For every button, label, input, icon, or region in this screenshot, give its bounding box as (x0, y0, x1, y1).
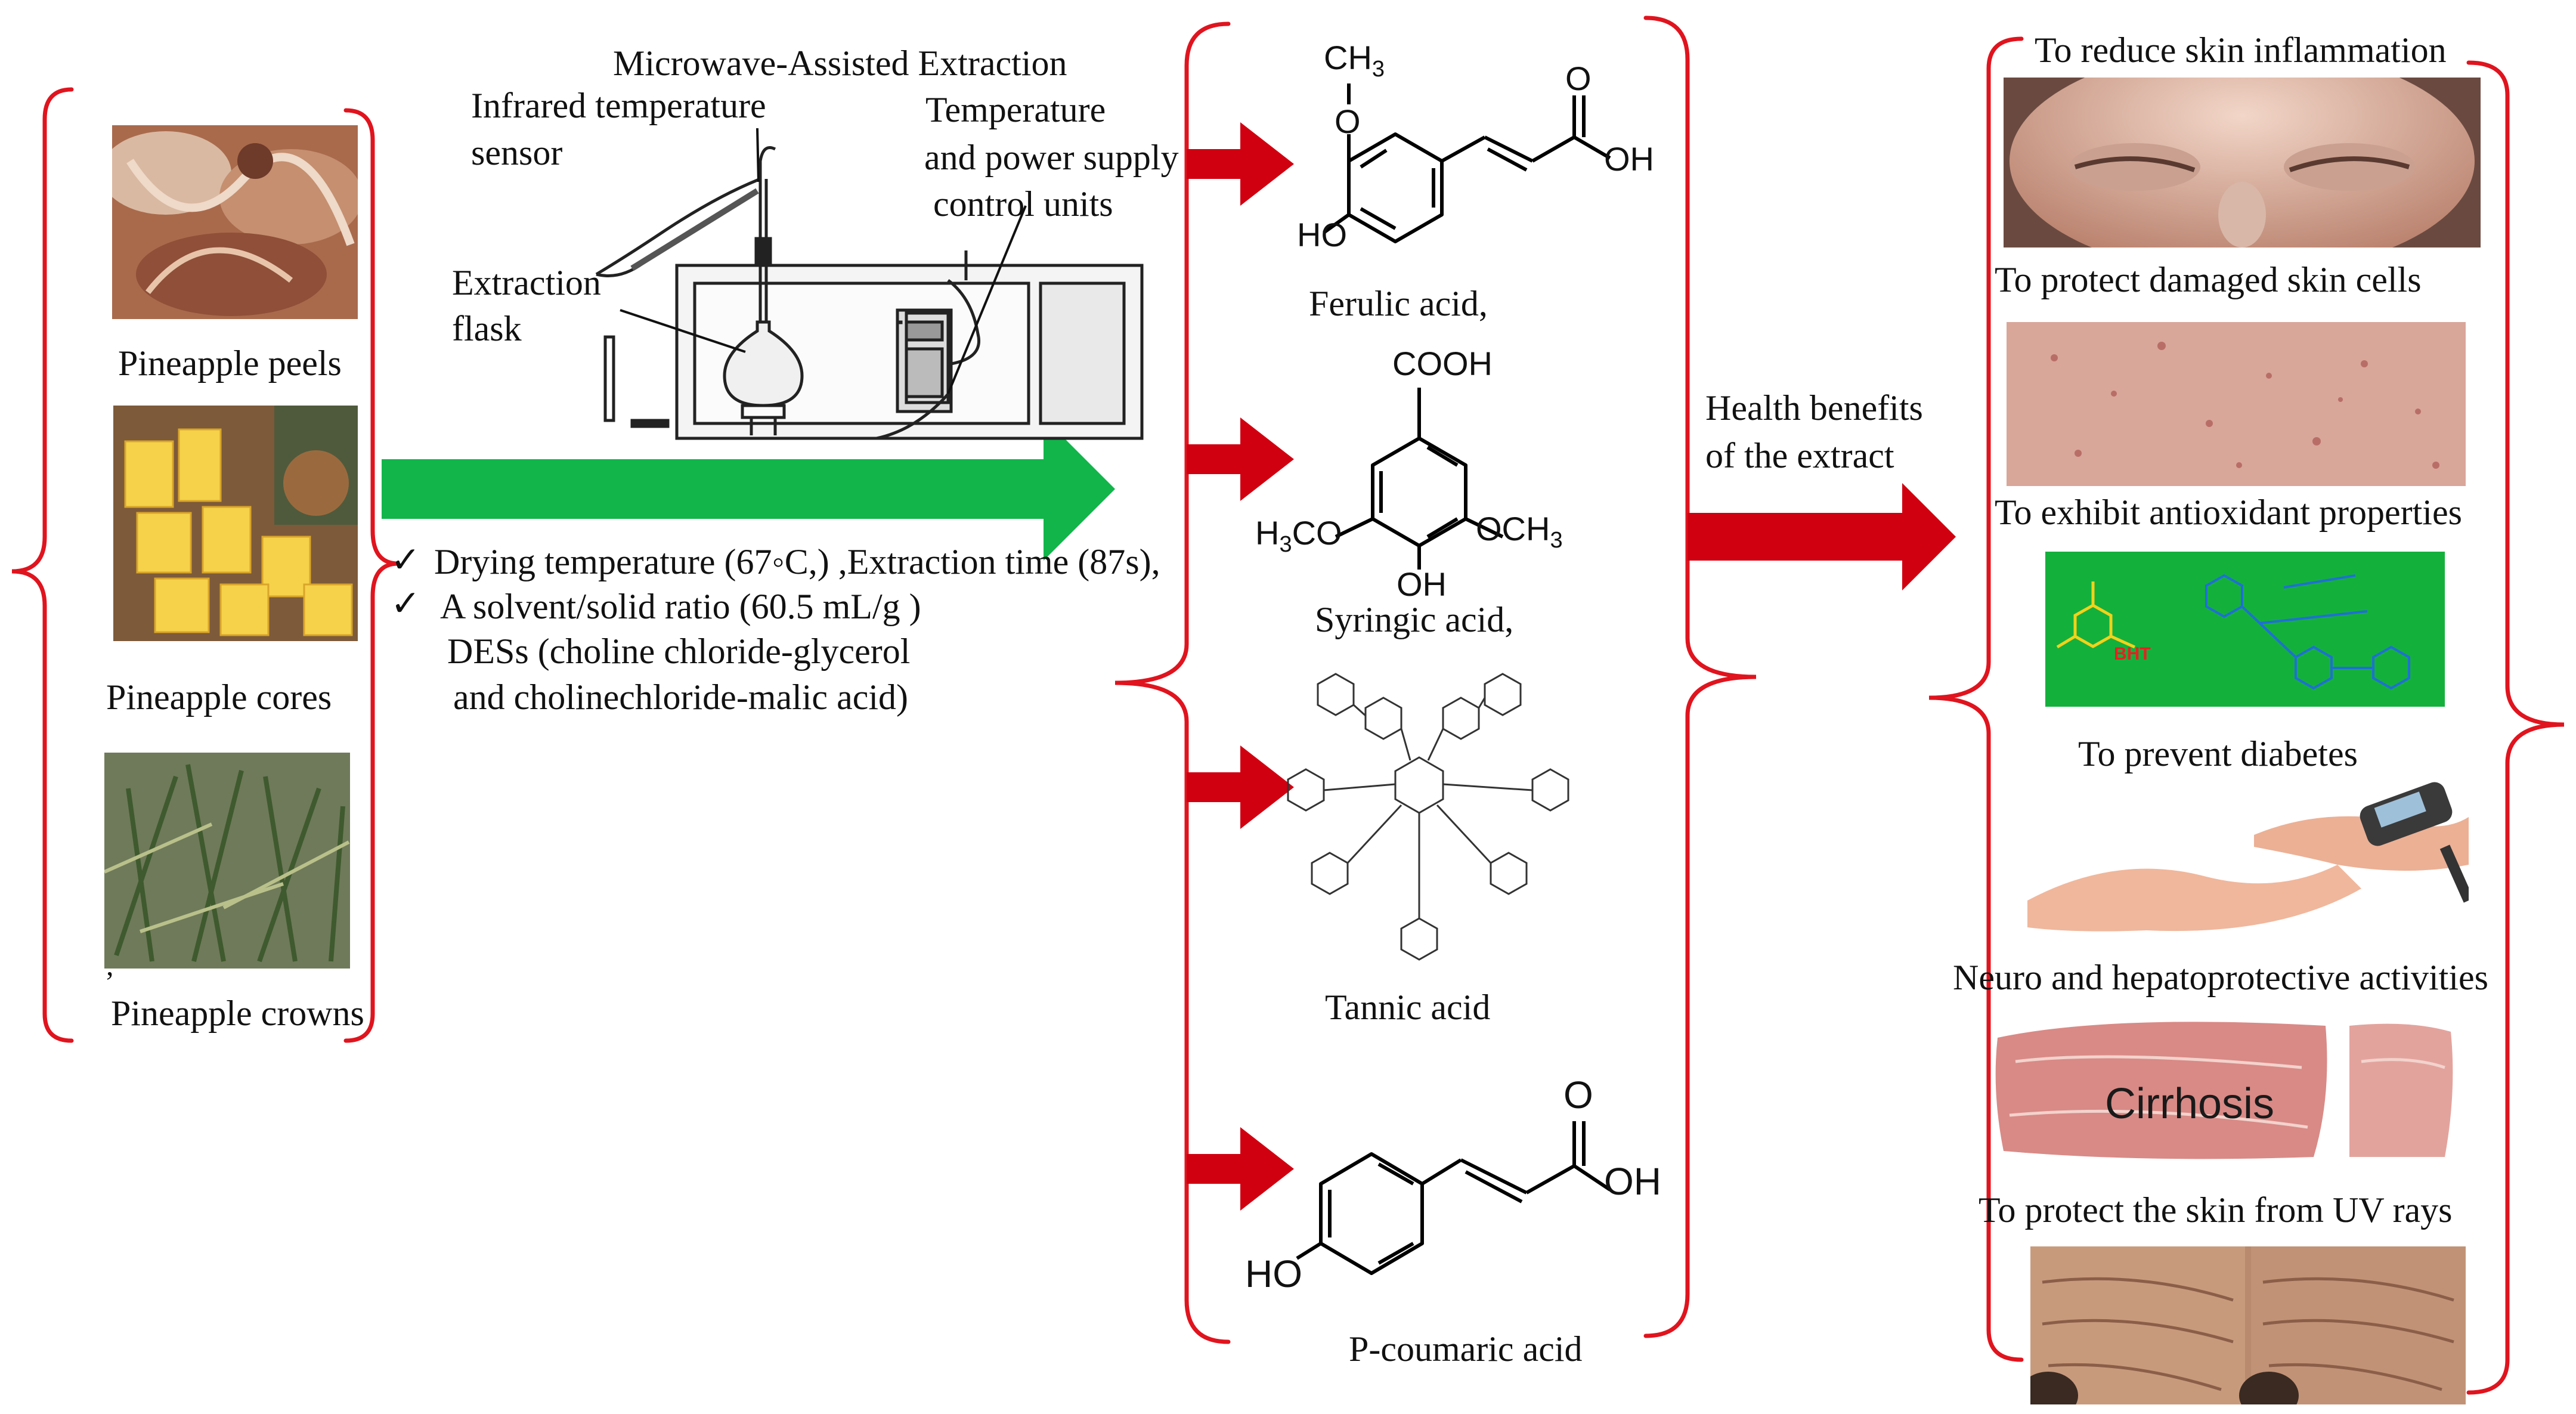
syringic-name: Syringic acid, (1315, 600, 1514, 639)
ferulic-ho: HO (1297, 216, 1347, 253)
arrow-ferulic (1187, 122, 1294, 206)
benefit-label-5: Neuro and hepatoprotective activities (1953, 958, 2488, 997)
condition-line-3: DESs (choline chloride-glycerol (447, 632, 911, 671)
control-units-label-line2: and power supply (924, 138, 1179, 177)
ferulic-oh: OH (1604, 140, 1654, 178)
cirrhosis-label: Cirrhosis (2105, 1080, 2275, 1128)
damaged-skin-photo (2007, 322, 2466, 486)
pineapple-peels-photo (112, 125, 358, 319)
benefit-label-2: To protect damaged skin cells (1995, 260, 2422, 299)
skin-inflammation-photo (2004, 78, 2481, 247)
left-brace (11, 87, 74, 1043)
syringic-cooh: COOH (1392, 345, 1493, 382)
pineapple-cores-label: Pineapple cores (106, 677, 332, 717)
ferulic-structure (1323, 83, 1611, 243)
condition-line-4: and cholinechloride-malic acid) (453, 677, 908, 717)
ferulic-o: O (1335, 103, 1361, 140)
condition-check-2: ✓ (391, 584, 421, 623)
condition-line-2: A solvent/solid ratio (60.5 mL/g ) (440, 587, 921, 626)
tannic-structure (1287, 673, 1569, 961)
pineapple-crowns-label: Pineapple crowns (111, 994, 364, 1033)
pineapple-cores-photo (113, 406, 358, 641)
health-heading-line1: Health benefits (1705, 388, 1923, 428)
syringic-h3co: H3CO (1255, 514, 1342, 558)
mae-title: Microwave-Assisted Extraction (613, 44, 1067, 83)
diabetes-photo (2027, 781, 2469, 939)
flask-label-line1: Extraction (452, 263, 601, 302)
bht-label: BHT (2114, 644, 2151, 664)
health-open-bracket (1928, 36, 2024, 1362)
arrow-tannic (1187, 745, 1294, 829)
syringic-oh: OH (1397, 565, 1447, 603)
antioxidant-image (2045, 552, 2445, 707)
coumaric-ho: HO (1245, 1252, 1302, 1295)
coumaric-oh: OH (1604, 1160, 1661, 1203)
ir-sensor-label-line1: Infrared temperature (471, 86, 766, 125)
pineapple-crowns-photo (104, 753, 350, 969)
benefit-label-1: To reduce skin inflammation (2035, 30, 2447, 70)
ferulic-name: Ferulic acid, (1309, 284, 1488, 323)
compounds-close-bracket (1643, 16, 1757, 1338)
ferulic-ch3: CH3 (1324, 39, 1385, 82)
ir-sensor-label-line2: sensor (471, 133, 563, 172)
arrow-health (1688, 483, 1956, 590)
cirrhosis-image (1992, 1014, 2460, 1163)
arrow-syringic (1187, 417, 1294, 501)
benefit-label-4: To prevent diabetes (2078, 734, 2358, 773)
coumaric-name: P-coumaric acid (1349, 1329, 1583, 1369)
compounds-open-bracket (1114, 21, 1231, 1344)
benefit-label-3: To exhibit antioxidant properties (1995, 493, 2462, 532)
control-units-label-line1: Temperature (925, 90, 1106, 129)
coumaric-carbonyl: O (1563, 1073, 1593, 1116)
health-close-bracket (2466, 60, 2565, 1395)
pineapple-crowns-mark: , (106, 948, 114, 982)
arrow-coumaric (1187, 1127, 1294, 1211)
ferulic-carbonyl: O (1565, 60, 1592, 97)
syringic-structure (1335, 388, 1504, 570)
flask-label-line2: flask (452, 309, 522, 348)
green-arrow (382, 417, 1115, 561)
pineapple-peels-label: Pineapple peels (118, 344, 342, 383)
syringic-och3: OCH3 (1476, 510, 1563, 553)
coumaric-structure (1296, 1121, 1611, 1275)
compound-arrows (1187, 122, 1956, 1211)
condition-check-1: ✓ (391, 540, 421, 580)
benefit-label-6: To protect the skin from UV rays (1979, 1190, 2453, 1230)
sources-bracket (343, 108, 399, 1043)
condition-line-1: Drying temperature (67◦C,) ,Extraction t… (434, 542, 1160, 581)
health-heading-line2: of the extract (1705, 436, 1894, 475)
control-units-label-line3: control units (933, 184, 1113, 224)
uv-protection-photo (2030, 1246, 2466, 1404)
tannic-name: Tannic acid (1325, 988, 1491, 1027)
